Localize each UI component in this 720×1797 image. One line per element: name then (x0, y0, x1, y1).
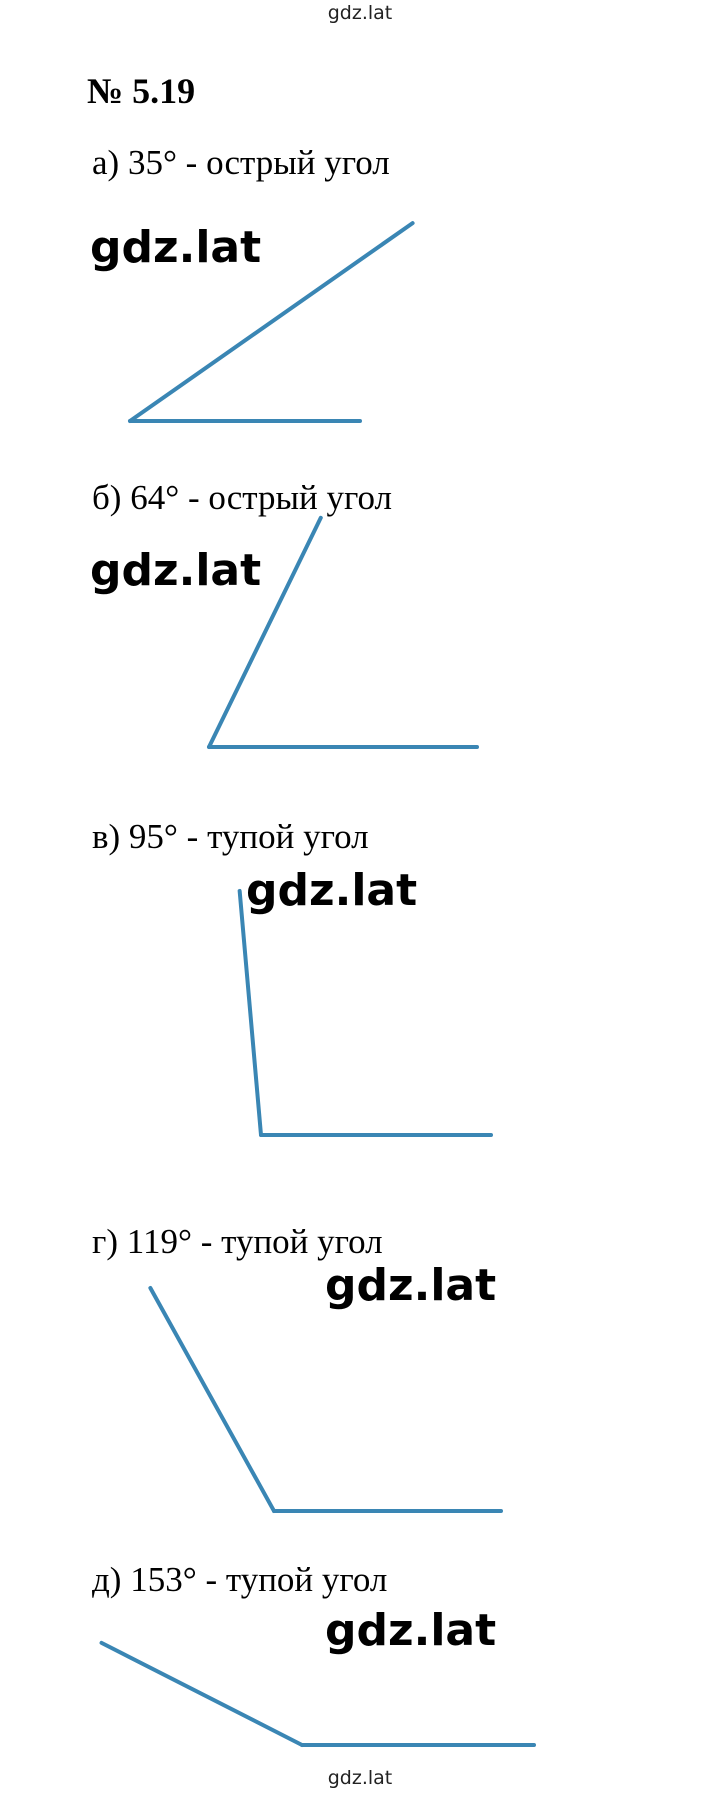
angle-arm-ray (207, 515, 323, 749)
item-label-g: г) 119° - тупой угол (92, 1222, 383, 1261)
watermark-b: gdz.lat (90, 545, 262, 596)
watermark-g: gdz.lat (325, 1260, 497, 1311)
watermark-a: gdz.lat (90, 222, 262, 273)
item-label-a: а) 35° - острый угол (92, 143, 390, 182)
angle-b (207, 515, 479, 749)
angle-d (99, 1640, 536, 1747)
item-label-b: б) 64° - острый угол (92, 478, 392, 517)
watermark-v: gdz.lat (246, 865, 418, 916)
angle-arm-ray (148, 1285, 276, 1513)
angle-arm-ray (99, 1640, 304, 1747)
item-label-v: в) 95° - тупой угол (92, 817, 369, 856)
item-label-d: д) 153° - тупой угол (92, 1560, 388, 1599)
problem-number: № 5.19 (87, 71, 196, 111)
angle-v (237, 888, 493, 1137)
angle-arm-ray (237, 888, 263, 1137)
angle-a (128, 221, 415, 423)
angle-arm-ray (128, 221, 415, 423)
site-label-bottom: gdz.lat (327, 1767, 393, 1789)
angle-g (148, 1285, 503, 1513)
watermark-d: gdz.lat (325, 1605, 497, 1656)
site-label-top: gdz.lat (327, 2, 393, 24)
